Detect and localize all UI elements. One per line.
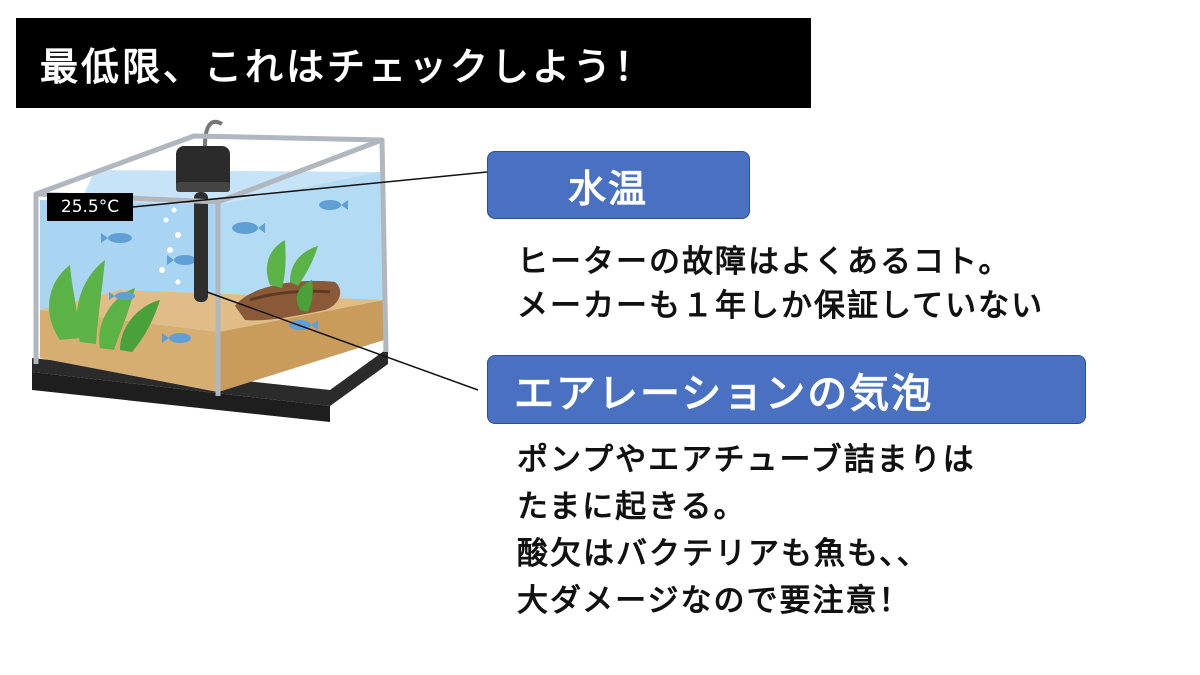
water-temp-line: ヒーターの故障はよくあるコト。 — [517, 244, 1012, 280]
aquarium-illustration — [32, 119, 389, 422]
aeration-label: エアレーションの気泡 — [487, 355, 1086, 424]
air-bubbles — [159, 207, 181, 285]
aeration-description: ポンプやエアチューブ詰まりは たまに起きる。 酸欠はバクテリアも魚も、、 大ダメ… — [517, 437, 976, 627]
water-temp-line: メーカーも１年しか保証していない — [517, 288, 1045, 324]
pump-cord — [203, 119, 224, 147]
aeration-line: 大ダメージなので要注意！ — [517, 583, 912, 619]
tank-base — [32, 348, 388, 406]
title-banner: 最低限、これはチェックしよう！ — [16, 18, 811, 108]
aeration-line: 酸欠はバクテリアも魚も、、 — [517, 536, 930, 572]
temperature-readout: 25.5°C — [47, 193, 133, 221]
aeration-label-text: エアレーションの気泡 — [514, 370, 934, 417]
banner-title: 最低限、これはチェックしよう！ — [40, 44, 656, 89]
water-temp-label-text: 水温 — [568, 166, 649, 211]
water-temp-description: ヒーターの故障はよくあるコト。 メーカーも１年しか保証していない — [517, 240, 1044, 328]
water-temp-label: 水温 — [487, 151, 750, 219]
tank-base-bottom — [32, 372, 330, 422]
aeration-line: ポンプやエアチューブ詰まりは — [517, 442, 976, 478]
plant-left — [49, 260, 160, 352]
aeration-line: たまに起きる。 — [517, 489, 747, 525]
heater-tube — [194, 192, 208, 302]
